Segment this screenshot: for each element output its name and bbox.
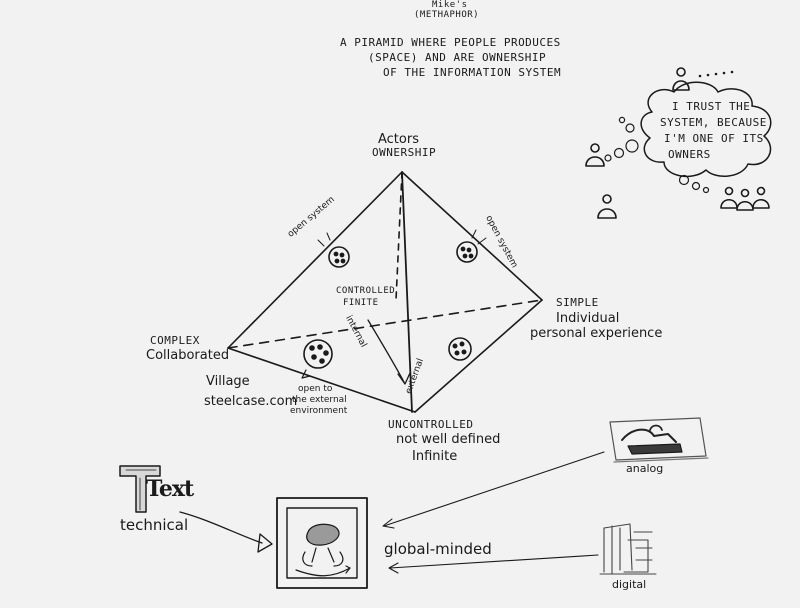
thought-trail-circle — [691, 181, 701, 191]
left-label-complex: COMPLEX — [150, 334, 200, 347]
text-logo-icon — [119, 465, 161, 513]
thought-line-3: I'M ONE OF ITS — [664, 132, 764, 145]
header-line-3: OF THE INFORMATION SYSTEM — [383, 66, 562, 79]
thought-trail-circle — [678, 174, 690, 186]
right-label-individual: Individual — [556, 311, 620, 326]
bottom-label-not-defined: not well defined — [396, 432, 501, 447]
person-icon — [597, 194, 617, 219]
analog-label: analog — [626, 462, 664, 475]
digital-sketch-icon — [599, 523, 657, 575]
open-external-line-2: the external — [292, 395, 347, 405]
open-system-rays-right — [471, 229, 487, 245]
person-icon — [752, 186, 770, 209]
thought-bubble-cloud — [640, 81, 772, 178]
left-label-village: Village — [206, 374, 250, 389]
analog-sketch-icon — [609, 417, 709, 463]
thought-trail-circle — [604, 154, 612, 162]
right-label-personal: personal experience — [530, 326, 663, 341]
open-system-icon-bottom — [448, 337, 472, 361]
pyramid-edge-apex-left — [227, 171, 403, 349]
global-minded-label: global-minded — [384, 540, 492, 558]
digital-arrowhead — [388, 562, 399, 574]
analog-arrowhead — [382, 518, 395, 529]
center-label-controlled: CONTROLLED — [336, 286, 396, 296]
thought-trail-circle — [625, 139, 639, 153]
person-icon — [672, 67, 690, 91]
thought-line-2: SYSTEM, BECAUSE — [660, 116, 767, 129]
thought-trail-circle — [625, 123, 635, 133]
dots — [698, 70, 734, 78]
open-external-arrow — [301, 369, 311, 379]
analog-arrow — [383, 451, 605, 527]
apex-label-ownership: OWNERSHIP — [372, 146, 437, 159]
framed-picture — [276, 497, 368, 589]
bottom-label-infinite: Infinite — [412, 449, 458, 464]
person-icon — [720, 186, 738, 209]
thought-trail-circle — [702, 186, 710, 194]
header-line-2: (SPACE) AND ARE OWNERSHIP — [368, 51, 547, 64]
open-external-line-1: open to — [298, 384, 333, 394]
left-label-steelcase: steelcase.com — [204, 394, 298, 409]
thought-trail-circle — [618, 116, 626, 124]
author-label: Mike's — [432, 0, 468, 10]
internal-external-arrow — [367, 319, 405, 383]
person-icon — [585, 143, 605, 167]
pyramid-hidden-apex — [395, 171, 403, 301]
digital-arrow — [389, 554, 599, 569]
pyramid-edge-apex-right — [401, 171, 543, 301]
open-system-icon-external — [303, 339, 333, 369]
open-system-icon-right — [456, 241, 478, 263]
text-logo: Text — [146, 476, 194, 502]
technical-arrowhead — [257, 533, 273, 553]
thought-line-4: OWNERS — [668, 148, 711, 161]
center-label-finite: FINITE — [343, 298, 379, 308]
technical-arrow — [179, 511, 263, 544]
subtitle-label: (METHAPHOR) — [414, 10, 480, 20]
thought-trail-circle — [613, 147, 625, 159]
pyramid — [227, 171, 543, 413]
left-label-collaborated: Collaborated — [146, 348, 230, 363]
open-external-line-3: environment — [290, 406, 348, 416]
pyramid-hidden-edge — [227, 299, 543, 349]
digital-label: digital — [612, 578, 647, 591]
pyramid-edge-right-bottom — [414, 299, 543, 413]
pyramid-edge-left-bottom — [227, 347, 416, 413]
technical-label: technical — [120, 516, 189, 534]
pyramid-edge-apex-bottom — [401, 171, 413, 413]
right-label-simple: SIMPLE — [556, 296, 599, 309]
bottom-label-uncontrolled: UNCONTROLLED — [388, 418, 474, 431]
open-system-icon-left — [328, 246, 350, 268]
thought-line-1: I TRUST THE — [672, 100, 751, 113]
internal-external-arrowhead — [397, 372, 411, 385]
header-line-1: A PIRAMID WHERE PEOPLE PRODUCES — [340, 36, 561, 49]
apex-label-actors: Actors — [378, 132, 419, 147]
open-system-rays-left — [317, 232, 331, 247]
person-icon — [736, 188, 754, 211]
